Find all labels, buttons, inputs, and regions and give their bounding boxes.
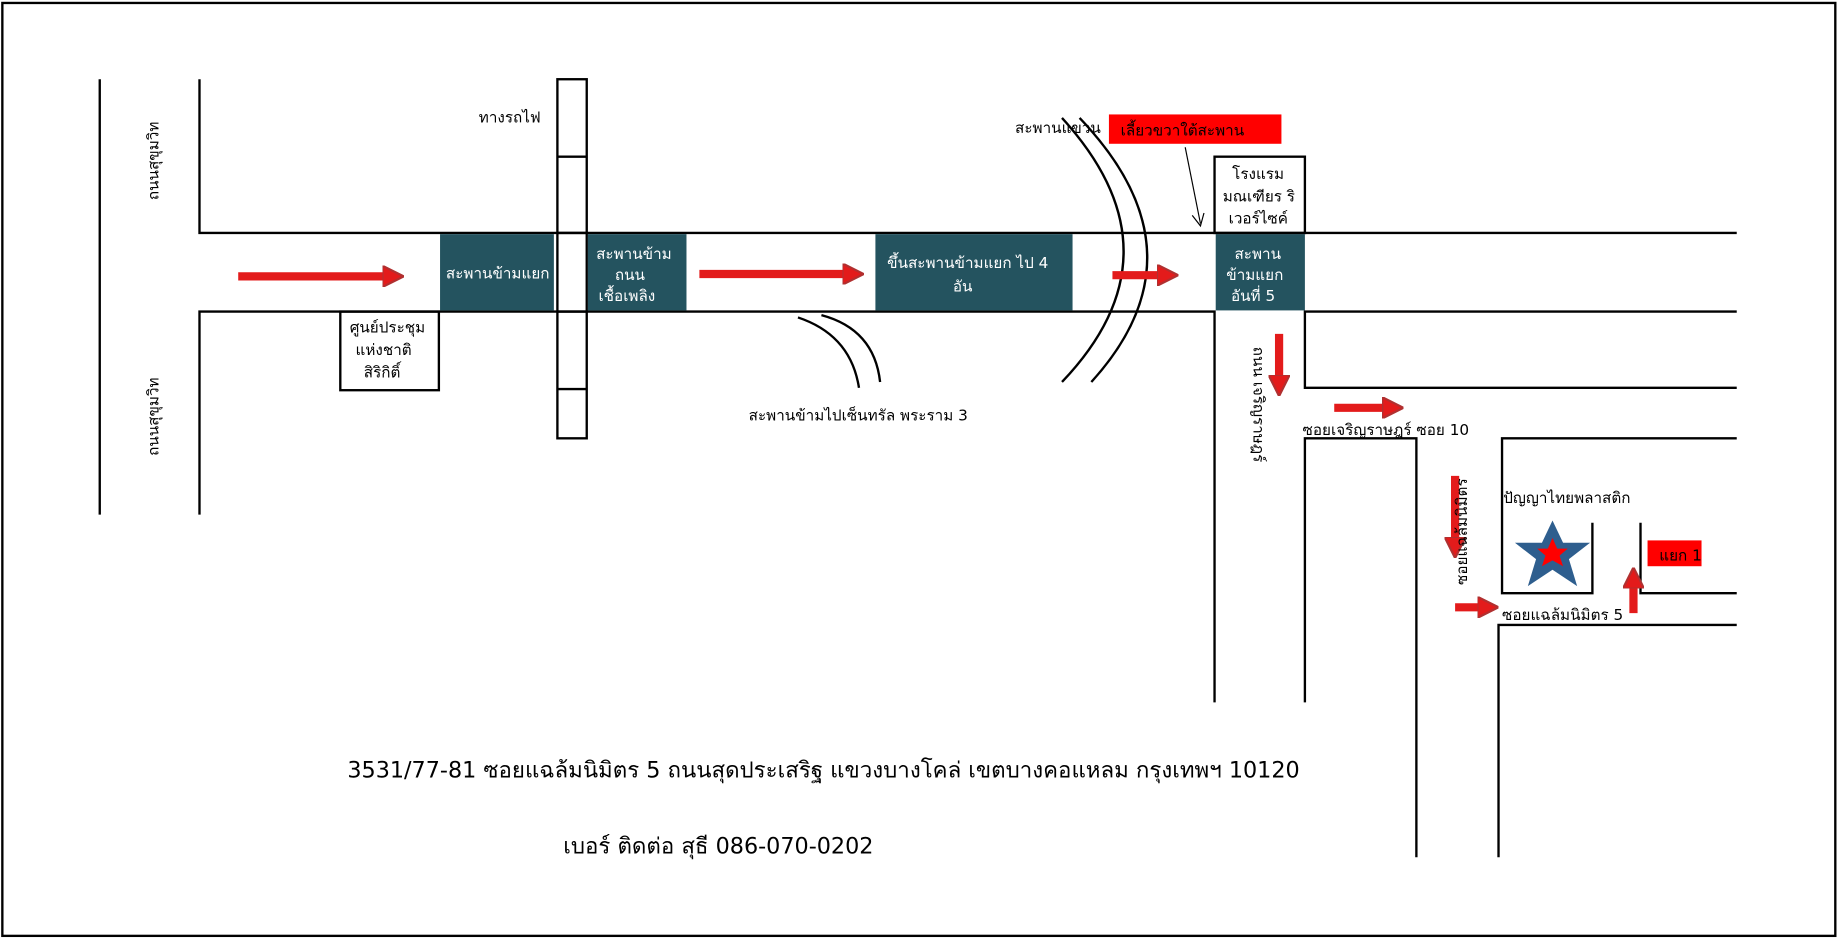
convention-label-b: แห่งชาติ <box>356 341 412 359</box>
overpass-label-1: สะพานข้ามแยก <box>446 265 550 283</box>
overpass-label-2c: เชื้อเพลิง <box>598 285 655 305</box>
sling-bridge-arc-outer <box>1078 117 1149 383</box>
sukhumvit-label-bottom: ถนนสุขุมวิท <box>144 377 163 455</box>
overpass-box-2 <box>587 234 687 311</box>
overpass-label-2a: สะพานข้าม <box>596 245 672 263</box>
overpass-label-3a: ขึ้นสะพานข้ามแยก ไป 4 <box>887 252 1048 272</box>
sukhumvit-label-top: ถนนสุขุมวิท <box>144 122 163 200</box>
soi-chalermnimit-label: ซอยแฉล้มนิมิตร <box>1453 478 1471 585</box>
soi-charoen-rat-10-label: ซอยเจริญราษฎร์ ซอย 10 <box>1303 421 1470 439</box>
direction-arrows <box>238 274 1633 613</box>
rama3-bridge-arc-outer <box>821 313 882 383</box>
turn-right-label-box <box>1108 114 1282 144</box>
convention-label-a: ศูนย์ประชุม <box>350 319 426 338</box>
main-road <box>198 79 1737 858</box>
hotel-label-b: มณเฑียร ริ <box>1223 187 1295 205</box>
convention-center-box <box>339 310 441 392</box>
rama3-bridge-arc-inner <box>797 316 861 389</box>
sling-bridge-arc-inner <box>1061 117 1125 383</box>
convention-label-c: สิริกิติ์ <box>364 360 403 381</box>
pointer-arrow <box>1184 147 1202 224</box>
junction-label-box <box>1647 540 1702 567</box>
overpass-box-5 <box>1215 234 1305 311</box>
railway-label: ทางรถไฟ <box>479 109 541 127</box>
rama3-bridge-label: สะพานข้ามไปเซ็นทรัล พระราม 3 <box>749 406 968 425</box>
overpass-label-5b: ข้ามแยก <box>1226 266 1283 284</box>
contact-text: เบอร์ ติดต่อ สุธี 086-070-0202 <box>563 834 873 860</box>
hotel-label-c: เวอร์ไซค์ <box>1229 210 1288 228</box>
overpass-label-5a: สะพาน <box>1234 245 1281 263</box>
hotel-box <box>1213 155 1307 235</box>
turn-right-label: เลี้ยวขวาใต้สะพาน <box>1121 120 1245 140</box>
address-text: 3531/77-81 ซอยแฉล้มนิมิตร 5 ถนนสุดประเสร… <box>347 757 1299 783</box>
railway-track <box>556 78 588 440</box>
destination-label: ปัญญาไทยพลาสติก <box>1503 489 1630 507</box>
charoen-rat-road-label: ถนน เจริญราษฎร์ <box>1249 347 1267 463</box>
sling-bridge-label: สะพานแขวน <box>1015 119 1101 137</box>
soi-chalermnimit-5-label: ซอยแฉล้มนิมิตร 5 <box>1502 606 1623 624</box>
pointer-arrowhead <box>1191 212 1205 228</box>
overpass-label-2b: ถนน <box>615 266 646 284</box>
destination-star-icon <box>1514 520 1591 587</box>
overpass-box-3 <box>875 234 1073 311</box>
overpass-box-1 <box>440 234 554 311</box>
hotel-label-a: โรงแรม <box>1232 165 1284 183</box>
junction-label: แยก 1 <box>1659 546 1702 564</box>
overpass-label-5c: อันที่ 5 <box>1231 285 1275 305</box>
overpass-label-3b: อัน <box>953 278 973 296</box>
